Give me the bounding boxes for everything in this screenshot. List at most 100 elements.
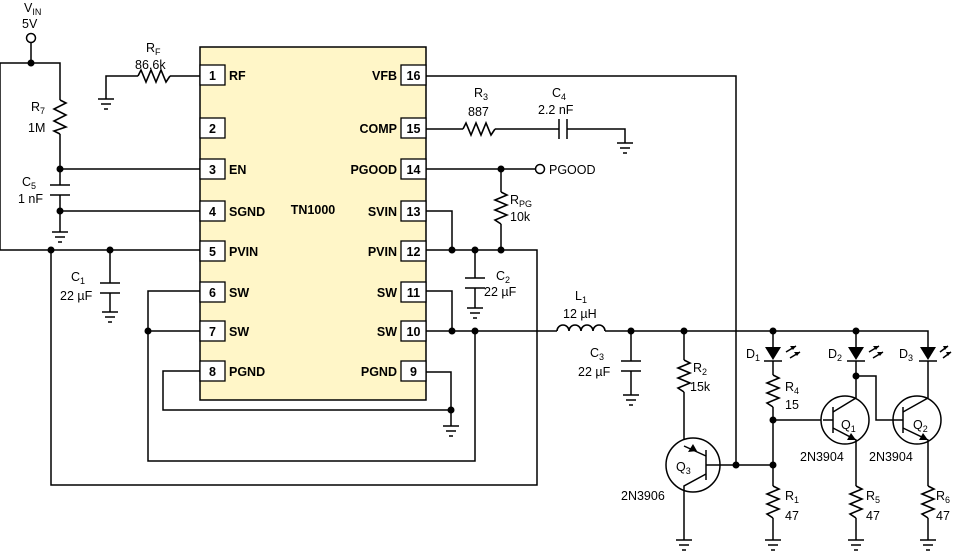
- d1-label: D1: [746, 347, 760, 363]
- ic-name: TN1000: [291, 203, 336, 217]
- ic-right-pin-11: 11 SW: [377, 281, 427, 303]
- pin-number: 1: [209, 69, 216, 83]
- vin-value: 5V: [22, 17, 38, 31]
- ic-left-pin-7: 7 SW: [199, 320, 249, 342]
- wire-q-bases: [736, 419, 823, 466]
- resistor-r1: R1 47: [764, 485, 799, 551]
- c2-value: 22 µF: [484, 285, 517, 299]
- pin-name: RF: [229, 69, 246, 83]
- ground-icon: [676, 539, 692, 551]
- ic-right-pin-13: 13 SVIN: [368, 200, 427, 222]
- resistor-r5: R5 47: [847, 485, 880, 551]
- rf-label: RF: [146, 41, 161, 57]
- r5-value: 47: [866, 509, 880, 523]
- ic-left-pin-4: 4 SGND: [199, 200, 265, 222]
- ground-icon: [98, 98, 114, 110]
- wire-vfb: [426, 75, 737, 465]
- emitter-arrow: [847, 433, 856, 440]
- ic-left-pin-6: 6 SW: [199, 281, 249, 303]
- wire-svin: [426, 210, 501, 251]
- junction-dot: [447, 406, 455, 414]
- junction-dot: [27, 59, 35, 67]
- ground-icon: [52, 231, 68, 243]
- r6-value: 47: [936, 509, 950, 523]
- resistor-r6: R6 47: [919, 485, 950, 551]
- pin-number: 5: [209, 245, 216, 259]
- junction-dot: [769, 461, 777, 469]
- ground-icon: [467, 307, 483, 319]
- r3-label: R3: [474, 86, 488, 102]
- ic-left-pin-8: 8 PGND: [199, 360, 265, 382]
- pin-name: PGOOD: [350, 163, 397, 177]
- capacitor-c4: C4 2.2 nF: [538, 86, 633, 154]
- pin-number: 6: [209, 286, 216, 300]
- l1-value: 12 µH: [563, 307, 597, 321]
- pin-name: EN: [229, 163, 246, 177]
- resistor-r2: R2 15k: [675, 331, 711, 446]
- pin-number: 12: [407, 245, 421, 259]
- pin-name: SW: [377, 286, 397, 300]
- junction-dot: [56, 165, 64, 173]
- pin-number: 15: [407, 122, 421, 136]
- c5-value: 1 nF: [18, 192, 43, 206]
- rpg-label: RPG: [510, 193, 532, 209]
- pin-number: 14: [407, 163, 421, 177]
- wire-output-rail: [605, 330, 929, 347]
- pin-number: 13: [407, 205, 421, 219]
- junction-dot: [471, 327, 479, 335]
- r2-label: R2: [693, 361, 707, 377]
- junction-dot: [497, 246, 505, 254]
- pin-number: 3: [209, 163, 216, 177]
- pin-name: PGND: [361, 365, 397, 379]
- capacitor-c2: C2 22 µF: [465, 250, 517, 319]
- ground-icon: [617, 142, 633, 154]
- pin-name: COMP: [360, 122, 398, 136]
- junction-dot: [56, 207, 64, 215]
- q2-part: 2N3904: [869, 450, 913, 464]
- ic-body: [199, 46, 427, 401]
- q1-label: Q1: [841, 418, 856, 434]
- pin-name: SW: [377, 325, 397, 339]
- inductor-l1: L1 12 µH: [556, 289, 606, 332]
- resistor-r7: R7 1M: [28, 99, 69, 135]
- pin-name: SW: [229, 325, 249, 339]
- ic-left-pin-1: 1 RF: [199, 64, 246, 86]
- resistor-r3: R3 887: [426, 86, 559, 138]
- c2-label: C2: [496, 269, 510, 285]
- ground-icon: [848, 539, 864, 551]
- wire-pvin-loop: [50, 249, 538, 486]
- c1-value: 22 µF: [60, 289, 93, 303]
- transistor-q1: Q1 2N3904: [800, 395, 870, 486]
- junction-dot: [448, 246, 456, 254]
- ground-icon: [623, 394, 639, 406]
- pin-name: SW: [229, 286, 249, 300]
- junction-dot: [769, 416, 777, 424]
- pin-number: 8: [209, 365, 216, 379]
- wire-q1-emitter-q2-base: [856, 375, 893, 421]
- ic-tn1000: TN1000 1 RF 2 3 EN 4 SGND 5 PVIN: [199, 46, 427, 401]
- pin-name: SVIN: [368, 205, 397, 219]
- c4-value: 2.2 nF: [538, 103, 574, 117]
- pin-name: PGND: [229, 365, 265, 379]
- c5-label: C5: [22, 175, 36, 191]
- r1-label: R1: [785, 489, 799, 505]
- c3-label: C3: [590, 346, 604, 362]
- capacitor-c1: C1 22 µF: [60, 250, 120, 323]
- ground-icon: [920, 539, 936, 551]
- d2-label: D2: [828, 347, 842, 363]
- ic-right-pin-10: 10 SW: [377, 320, 427, 342]
- l1-label: L1: [575, 289, 587, 305]
- pin-name: PVIN: [229, 245, 258, 259]
- capacitor-c3: C3 22 µF: [578, 331, 641, 406]
- d3-label: D3: [899, 347, 913, 363]
- junction-dot: [144, 327, 152, 335]
- pin-number: 2: [209, 122, 216, 136]
- ic-left-pin-2: 2: [199, 117, 226, 139]
- ground-icon: [443, 425, 459, 437]
- led-d3: D3: [899, 345, 952, 398]
- vin-label: VIN: [24, 1, 41, 17]
- r6-label: R6: [936, 489, 950, 505]
- wire-vin: [0, 42, 200, 251]
- r3-value: 887: [468, 105, 489, 119]
- ground-icon: [765, 539, 781, 551]
